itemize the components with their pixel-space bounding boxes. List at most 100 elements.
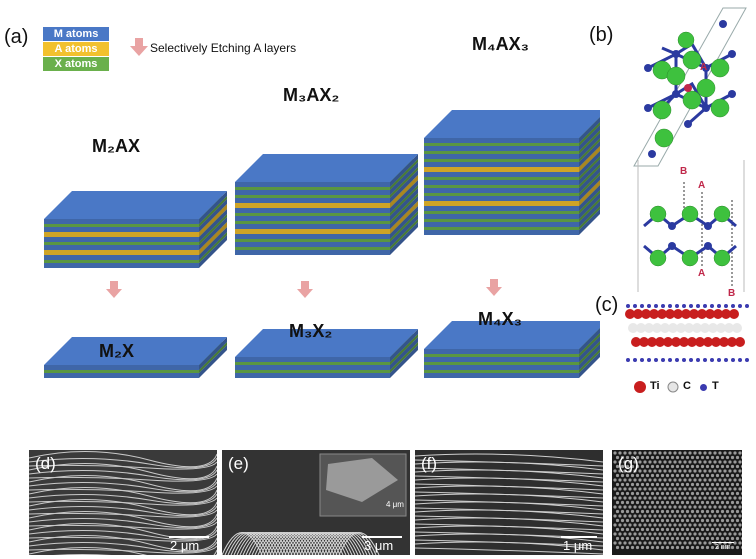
legend-c: C [683,380,691,392]
panel-a-label: (a) [4,26,29,48]
mxene-t-atom [731,304,735,308]
legend-t: T [712,380,719,392]
m3x2-layer-0 [235,329,418,362]
stack-label-m2x: M₂X [99,341,134,361]
sem-e-scale: 3 μm [364,538,394,553]
legend-a-atoms: A atoms [43,42,109,56]
svg-text:A: A [700,62,707,73]
mxene-atom [639,337,649,347]
mxene-t-atom [654,304,658,308]
mxene-atom [655,337,665,347]
mxene-t-atom [626,358,630,362]
mxene-t-atom [703,304,707,308]
mxene-t-atom [626,304,630,308]
sem-e-label: (e) [228,454,249,473]
mxene-t-atom [640,358,644,362]
mxene-t-atom [633,358,637,362]
mxene-t-atom [738,358,742,362]
legend-x-atoms: X atoms [43,57,109,71]
mxene-atom [684,323,694,333]
mxene-atom [716,323,726,333]
mxene-atom [711,337,721,347]
mxene-atom [727,337,737,347]
legend-m-atoms: M atoms [43,27,109,41]
mxene-atom [647,337,657,347]
mxene-t-atom [647,304,651,308]
mxene-atom [631,337,641,347]
m4x3-layer-0 [424,321,600,354]
mxene-atom [671,337,681,347]
mxene-t-atom [675,358,679,362]
mxene-atom [625,309,635,319]
mxene-t-atom [689,304,693,308]
sem-d-scale-bar [169,536,209,538]
mxene-t-atom [745,304,749,308]
sem-f-scale-bar [561,536,597,538]
mxene-atom [665,309,675,319]
mxene-atom [663,337,673,347]
mxene-t-atom [731,358,735,362]
mxene-atom [644,323,654,333]
mxene-t-atom [647,358,651,362]
layer-stacks-diagram [44,110,600,378]
mxene-t-atom [696,358,700,362]
mxene-atom [628,323,638,333]
mxene-atom [700,323,710,333]
mxene-atom [681,309,691,319]
mxene-atom [652,323,662,333]
mxene-t-atom [724,304,728,308]
stack-label-m4ax3: M₄AX₃ [472,34,529,54]
mxene-t-atom [668,358,672,362]
mxene-t-atom [668,304,672,308]
mxene-atom [732,323,742,333]
mxene-atom [687,337,697,347]
mxene-atom [660,323,670,333]
mxene-t-atom [682,358,686,362]
mxene-t-atom [633,304,637,308]
etch-arrow-m4ax3-icon [486,279,502,296]
sem-d-scale: 2 μm [170,538,200,553]
mxene-atom [673,309,683,319]
mxene-atom [633,309,643,319]
mxene-t-atom [661,304,665,308]
sem-e-inset-scale: 4 μm [386,500,404,509]
sem-image-e: (e) 4 μm 3 μm [222,450,410,555]
mxene-t-atom [689,358,693,362]
sem-g-scale: 2 nm [715,544,731,551]
mxene-atom [735,337,745,347]
m4ax3-layer-0 [424,110,600,143]
etch-arrow-m2ax-icon [106,281,122,298]
mxene-atom [721,309,731,319]
mxene-t-atom [703,358,707,362]
sem-image-g: (g) 2 nm [612,450,742,555]
mxene-atom [713,309,723,319]
panel-b-label: (b) [589,24,614,46]
mxene-structure [625,304,749,362]
sem-f-scale: 1 μm [563,538,593,553]
mxene-atom [641,309,651,319]
panel-c-label: (c) [595,294,619,316]
mxene-atom [724,323,734,333]
mxene-atom [657,309,667,319]
sem-g-scale-bar [712,542,734,543]
mxene-t-atom [696,304,700,308]
ti-legend-icon [634,381,646,393]
mxene-t-atom [675,304,679,308]
mxene-atom [636,323,646,333]
sem-g-label: (g) [618,454,639,473]
mxene-atom [729,309,739,319]
mxene-t-atom [738,304,742,308]
sem-image-d: (d) 2 μm [29,450,217,555]
stack-label-m4x3: M₄X₃ [478,309,522,329]
mxene-t-atom [745,358,749,362]
legend-ti: Ti [650,380,660,392]
mxene-t-atom [640,304,644,308]
c-legend-icon [667,381,679,393]
mxene-atom [692,323,702,333]
m2ax-layer-0 [44,191,227,224]
m2x-layer-0 [44,337,227,370]
etch-label: Selectively Etching A layers [150,41,297,55]
site-b-top: B [680,166,687,177]
stack-label-m3x2: M₃X₂ [289,321,333,341]
t-legend-icon [700,384,707,391]
